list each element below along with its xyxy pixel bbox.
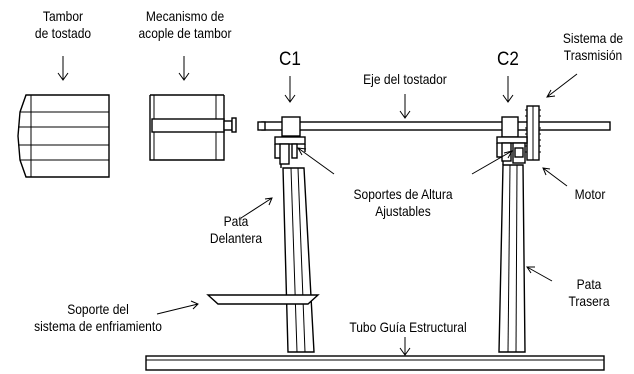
label-c2: C2: [497, 49, 519, 70]
label-adjustable-supports-line2: Ajustables: [375, 203, 431, 219]
label-transmission-line2: Trasmisión: [563, 47, 623, 63]
label-front-leg: Pata Delantera: [202, 213, 271, 247]
label-adjustable-supports: Soportes de Altura Ajustables: [330, 186, 476, 220]
label-axis: Eje del tostador: [363, 71, 447, 87]
front-leg: [274, 116, 315, 353]
label-front-leg-line1: Pata: [223, 213, 249, 229]
label-adjustable-supports-line1: Soportes de Altura: [353, 186, 453, 202]
structural-guide-tube: [145, 355, 605, 371]
label-drum: Tambor de tostado: [12, 8, 113, 42]
label-motor: Motor: [574, 186, 606, 202]
label-c1: C1: [279, 49, 301, 70]
label-transmission-line1: Sistema de: [562, 30, 624, 46]
label-drum-line2: de tostado: [34, 25, 92, 41]
label-cooling-support-line1: Soporte del: [67, 301, 129, 317]
rear-leg: [496, 116, 528, 353]
label-coupling-line2: acople de tambor: [138, 25, 232, 41]
label-transmission: Sistema de Trasmisión: [554, 30, 631, 64]
label-coupling-line1: Mecanismo de: [145, 8, 225, 24]
label-rear-leg: Pata Trasera: [550, 276, 627, 310]
roasting-drum: [17, 94, 110, 178]
drum-coupling-mechanism: [149, 94, 237, 161]
label-front-leg-line2: Delantera: [209, 230, 263, 246]
roaster-axis: [257, 121, 611, 131]
label-cooling-support: Soporte del sistema de enfriamiento: [14, 301, 183, 335]
cooling-system-support: [206, 294, 320, 305]
label-cooling-support-line2: sistema de enfriamiento: [34, 318, 162, 334]
label-arrows: [57, 56, 578, 356]
label-coupling: Mecanismo de acople de tambor: [129, 8, 241, 42]
label-rear-leg-line1: Pata: [576, 276, 602, 292]
transmission-gear: [525, 105, 541, 161]
label-rear-leg-line2: Trasera: [568, 293, 610, 309]
label-drum-line1: Tambor: [42, 8, 84, 24]
label-guide-tube: Tubo Guía Estructural: [349, 319, 467, 335]
